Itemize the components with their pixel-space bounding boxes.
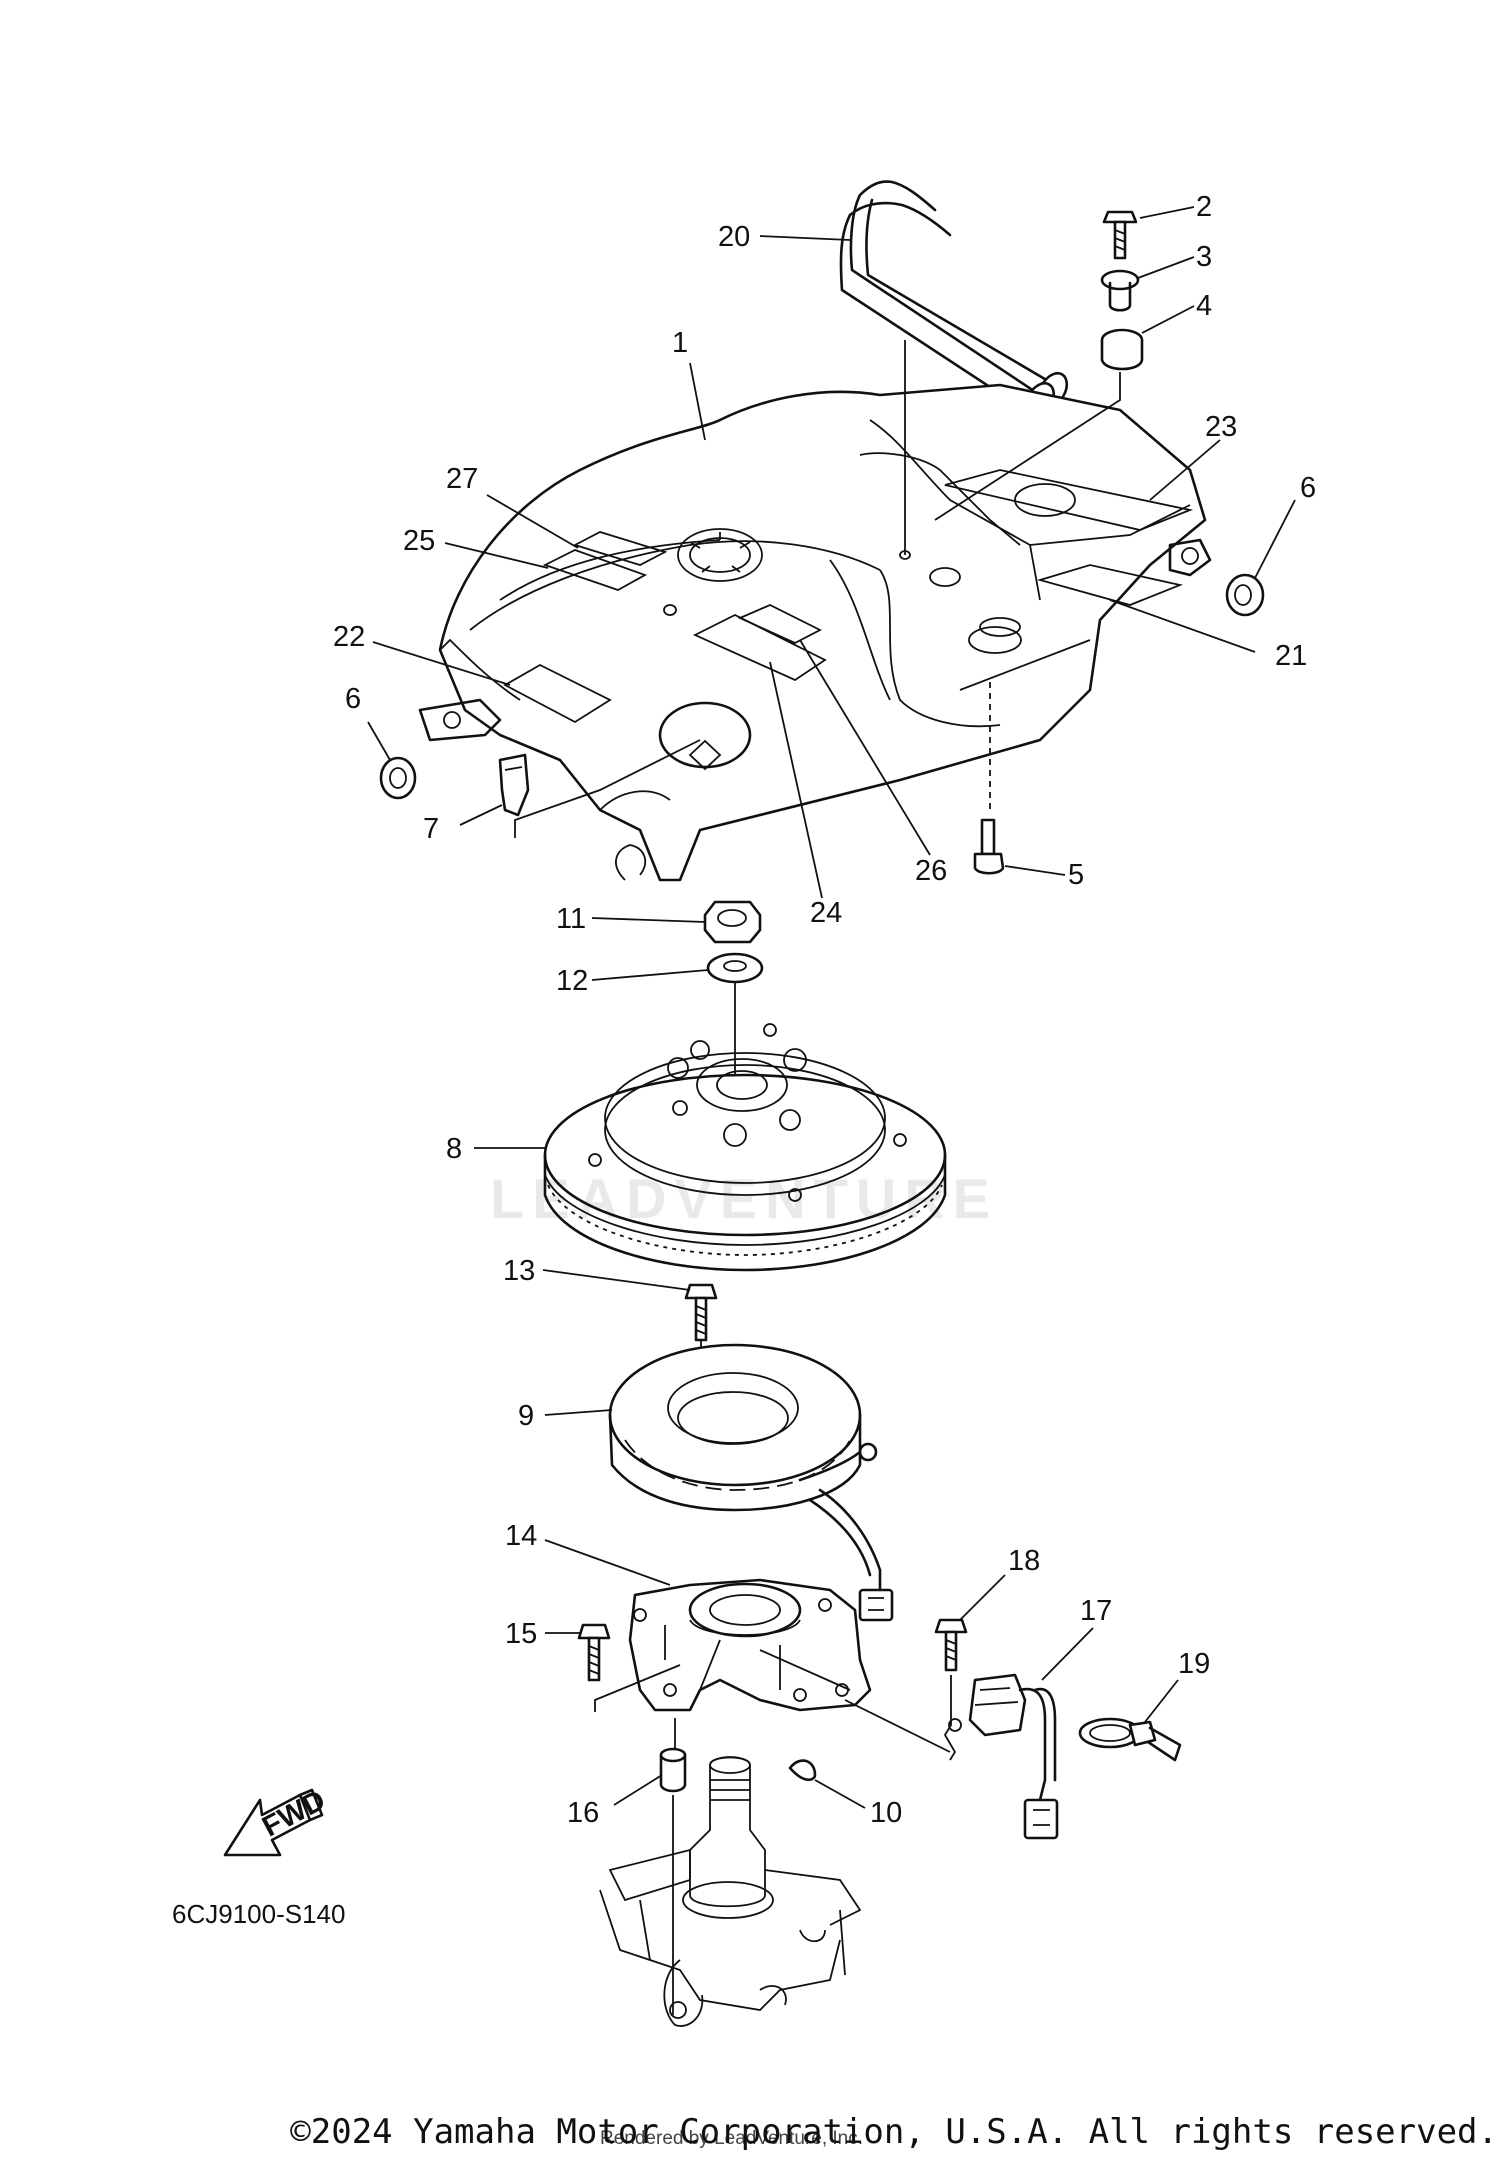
hose-part-20 (839, 180, 1069, 419)
cable-tie-part-19 (1078, 1717, 1182, 1762)
callout-22: 22 (333, 621, 365, 653)
assembly-line-18 (943, 1675, 957, 1761)
callout-7: 7 (423, 813, 439, 845)
decal-26 (737, 604, 822, 645)
decal-23 (944, 469, 1194, 531)
callout-25: 25 (403, 525, 435, 557)
stator-part-9 (608, 1343, 894, 1622)
callout-14: 14 (505, 1520, 537, 1552)
callout-27: 27 (446, 463, 478, 495)
washer-part-12 (706, 952, 764, 984)
callout-6-left: 6 (345, 683, 361, 715)
screw-part-13 (684, 1283, 718, 1342)
callout-numbers: 1 2 3 4 5 6 6 7 8 9 10 11 12 13 14 15 16… (333, 191, 1316, 1829)
watermark: LEADVENTURE (490, 1167, 998, 1230)
callout-8: 8 (446, 1133, 462, 1165)
screw-part-5 (973, 818, 1005, 875)
rendered-by-note: Rendered by LeadVenture, Inc. (600, 2128, 864, 2149)
callout-12: 12 (556, 965, 588, 997)
assembly-line-15 (594, 1664, 681, 1712)
decal-27 (572, 531, 668, 566)
screw-part-18 (934, 1618, 968, 1672)
screw-part-15 (577, 1623, 611, 1682)
fwd-direction-arrow: FWD (223, 1784, 331, 1857)
callout-18: 18 (1008, 1545, 1040, 1577)
decal-21 (1036, 564, 1184, 606)
callout-11: 11 (556, 903, 586, 935)
copyright-notice: ©2024 Yamaha Motor Corporation, U.S.A. A… (290, 2112, 1498, 2152)
leader-lines (367, 206, 1296, 1809)
nut-part-11 (703, 900, 762, 944)
callout-9: 9 (518, 1400, 534, 1432)
decal-22 (503, 663, 612, 724)
callout-19: 19 (1178, 1648, 1210, 1680)
grommet-part-4 (1100, 328, 1144, 371)
callout-13: 13 (503, 1255, 535, 1287)
pulser-coil-part-17 (968, 1673, 1059, 1840)
dowel-part-16 (659, 1747, 687, 1793)
callout-20: 20 (718, 221, 750, 253)
clip-part-7 (498, 753, 530, 817)
decals (503, 469, 1194, 724)
assembly-line-7 (514, 739, 701, 838)
callout-16: 16 (567, 1797, 599, 1829)
callout-6-right: 6 (1300, 472, 1316, 504)
grommet-part-6-left (379, 756, 417, 800)
callout-26: 26 (915, 855, 947, 887)
assembly-line-14 (844, 1699, 951, 1753)
callout-24: 24 (810, 897, 842, 929)
grommet-part-6-right (1225, 573, 1265, 617)
decal-24 (692, 613, 827, 682)
callout-23: 23 (1205, 411, 1237, 443)
callout-2: 2 (1196, 191, 1212, 223)
assembly-line-4 (934, 372, 1121, 521)
callout-1: 1 (672, 327, 688, 359)
top-cover-part-1 (418, 383, 1212, 882)
stator-base-part-14 (628, 1578, 872, 1712)
callout-17: 17 (1080, 1595, 1112, 1627)
callout-5: 5 (1068, 859, 1084, 891)
callout-21: 21 (1275, 640, 1307, 672)
callout-10: 10 (870, 1797, 902, 1829)
crankshaft-crankcase (599, 1756, 862, 2027)
fwd-label: FWD (257, 1784, 330, 1843)
callout-3: 3 (1196, 241, 1212, 273)
key-part-10 (788, 1759, 817, 1782)
bolt-part-2 (1102, 210, 1138, 260)
callout-15: 15 (505, 1618, 537, 1650)
decal-25 (542, 549, 648, 591)
callout-4: 4 (1196, 290, 1212, 322)
flywheel-part-8 (543, 1023, 947, 1272)
collar-part-3 (1100, 269, 1140, 312)
diagram-code: 6CJ9100-S140 (172, 1899, 345, 1929)
